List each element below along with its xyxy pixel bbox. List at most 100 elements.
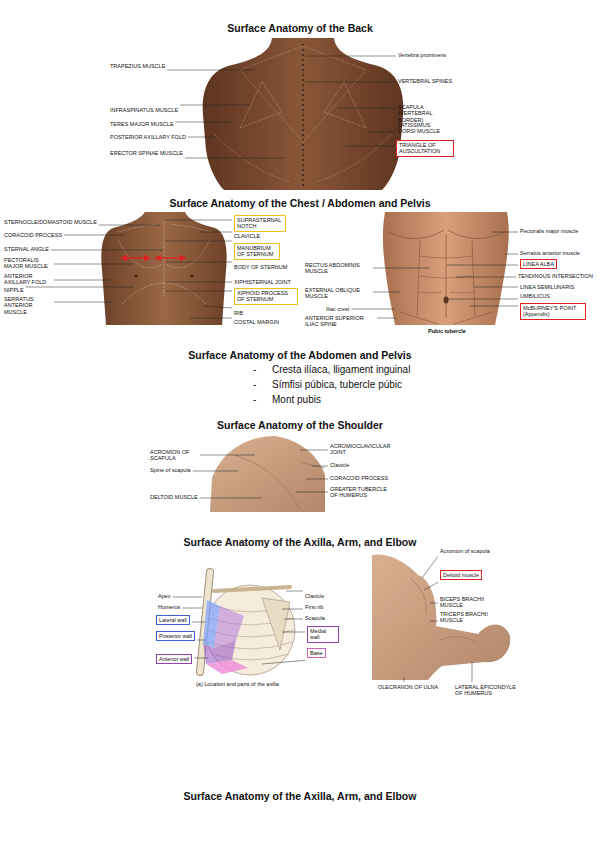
leader-line bbox=[54, 302, 112, 303]
part-label: ANTERIOR AXILLARY FOLD bbox=[4, 273, 52, 286]
leader-line bbox=[373, 268, 430, 269]
leader-line bbox=[190, 318, 232, 319]
part-label: Apex bbox=[158, 593, 171, 599]
section-heading: Surface Anatomy of the Axilla, Arm, and … bbox=[0, 536, 600, 549]
part-label: Humerus bbox=[158, 604, 180, 610]
part-label: Clavicle bbox=[305, 593, 324, 599]
scapula-outline bbox=[324, 82, 366, 128]
leader-line bbox=[422, 556, 438, 578]
chest-figure bbox=[101, 212, 226, 325]
inguinal-line bbox=[400, 312, 492, 324]
part-label: CORACOID PROCESS bbox=[4, 232, 62, 238]
part-label: Pectoralis major muscle bbox=[520, 228, 578, 234]
leader-line bbox=[282, 609, 303, 610]
leader-line bbox=[345, 146, 394, 147]
clavicle-contour bbox=[300, 462, 325, 468]
red-arrow bbox=[121, 257, 150, 258]
list-text: Mont pubis bbox=[272, 394, 321, 406]
highlight-box: Posterior wall bbox=[156, 631, 195, 641]
leader-line bbox=[204, 306, 232, 308]
part-label: Iliac crest bbox=[326, 306, 349, 312]
part-label: BODY OF STERNUM bbox=[234, 264, 287, 270]
leader-line bbox=[306, 479, 328, 480]
highlight-box: MANUBRIUM OF STERNUM bbox=[234, 243, 280, 260]
tendinous-line bbox=[418, 256, 474, 293]
base-area bbox=[206, 660, 248, 674]
highlight-box: Anterior wall bbox=[156, 654, 192, 664]
leader-line bbox=[166, 262, 232, 263]
part-label: PECTORALIS MAJOR MUSCLE bbox=[4, 257, 52, 270]
abdomen-skin bbox=[383, 212, 509, 325]
leader-line bbox=[430, 603, 438, 604]
part-label: GREATER TUBERCLE OF HUMERUS bbox=[330, 486, 392, 499]
leader-line bbox=[377, 318, 396, 319]
leader-line bbox=[312, 466, 328, 467]
part-label: NIPPLE bbox=[4, 287, 24, 293]
leader-line bbox=[165, 241, 232, 242]
highlight-text: TRIANGLE OF AUSCULTATION bbox=[399, 142, 451, 155]
leader-line bbox=[188, 137, 214, 138]
part-label: First rib bbox=[305, 604, 323, 610]
part-label: INFRASPINATUS MUSCLE bbox=[110, 107, 178, 113]
leader-line bbox=[200, 455, 255, 456]
leader-line bbox=[200, 232, 232, 233]
part-label: OLECRANON OF ULNA bbox=[378, 684, 438, 690]
leader-line bbox=[424, 582, 438, 590]
highlight-text: XIPHOID PROCESS OF STERNUM bbox=[237, 290, 295, 303]
umbilicus-mark bbox=[444, 297, 449, 304]
part-label: LINEA SEMILUNARIS bbox=[520, 284, 574, 290]
part-label: ACROMIOCLAVICULAR JOINT bbox=[330, 443, 390, 456]
shoulder-figure bbox=[210, 436, 325, 512]
sternum-line bbox=[164, 222, 165, 296]
leader-line bbox=[492, 232, 518, 233]
highlight-box: Deltoid muscle bbox=[440, 570, 482, 580]
list-text: Cresta ilíaca, lligament inguinal bbox=[272, 364, 410, 376]
highlight-box: XIPHOID PROCESS OF STERNUM bbox=[234, 288, 298, 305]
section-heading: Surface Anatomy of the Axilla, Arm, and … bbox=[0, 790, 600, 803]
leader-line bbox=[368, 132, 396, 133]
highlight-text: Lateral wall bbox=[159, 617, 187, 623]
leader-line bbox=[430, 621, 438, 622]
back-skin bbox=[203, 38, 404, 190]
figure-caption: (a) Location and parts of the axilla bbox=[196, 681, 279, 687]
leader-line bbox=[165, 220, 232, 221]
section-heading: Surface Anatomy of the Abdomen and Pelvi… bbox=[0, 349, 600, 362]
leader-line bbox=[176, 122, 232, 123]
leader-line bbox=[456, 277, 516, 278]
leader-line bbox=[51, 250, 163, 251]
part-label: TERES MAJOR MUSCLE bbox=[110, 121, 174, 127]
clavicle-bone bbox=[214, 587, 290, 591]
leader-line bbox=[305, 82, 396, 83]
section-heading: Surface Anatomy of the Back bbox=[0, 22, 600, 35]
leader-line bbox=[284, 619, 303, 620]
highlight-text: Medial wall bbox=[310, 628, 336, 641]
leader-line bbox=[262, 660, 305, 664]
highlight-text: SUPRASTERNAL NOTCH bbox=[237, 217, 283, 230]
highlight-box: TRIANGLE OF AUSCULTATION bbox=[396, 140, 454, 157]
latissimus-outline bbox=[215, 135, 391, 182]
list-text: - bbox=[253, 394, 256, 406]
part-label: ANTERIOR SUPERIOR ILIAC SPINE bbox=[305, 315, 375, 328]
part-label: Clavicle bbox=[330, 462, 349, 468]
nipple-dot bbox=[134, 274, 137, 277]
chest-skin bbox=[101, 212, 226, 325]
highlight-text: LINEA ALBA bbox=[523, 261, 554, 267]
part-label: COSTAL MARGIN bbox=[234, 319, 279, 325]
list-text: Símfisi púbica, tubercle púbic bbox=[272, 379, 402, 391]
leader-line bbox=[474, 287, 518, 288]
highlight-text: Posterior wall bbox=[159, 633, 192, 639]
part-label: CORACOID PROCESS bbox=[330, 475, 388, 481]
leader-line bbox=[182, 608, 202, 609]
part-label: BICEPS BRACHII MUSCLE bbox=[440, 596, 498, 609]
highlight-text: Deltoid muscle bbox=[443, 572, 479, 578]
leader-line bbox=[197, 640, 206, 641]
part-label: UMBILICUS bbox=[520, 293, 550, 299]
leader-line bbox=[200, 498, 262, 499]
leader-line bbox=[99, 225, 160, 226]
list-text: - bbox=[253, 379, 256, 391]
part-label: SERRATUS ANTERIOR MUSCLE bbox=[4, 296, 52, 315]
leader-line bbox=[166, 282, 232, 283]
part-label: STERNAL ANGLE bbox=[4, 246, 49, 252]
part-label: CLAVICLE bbox=[234, 233, 260, 239]
pectoral-outline bbox=[118, 240, 210, 268]
